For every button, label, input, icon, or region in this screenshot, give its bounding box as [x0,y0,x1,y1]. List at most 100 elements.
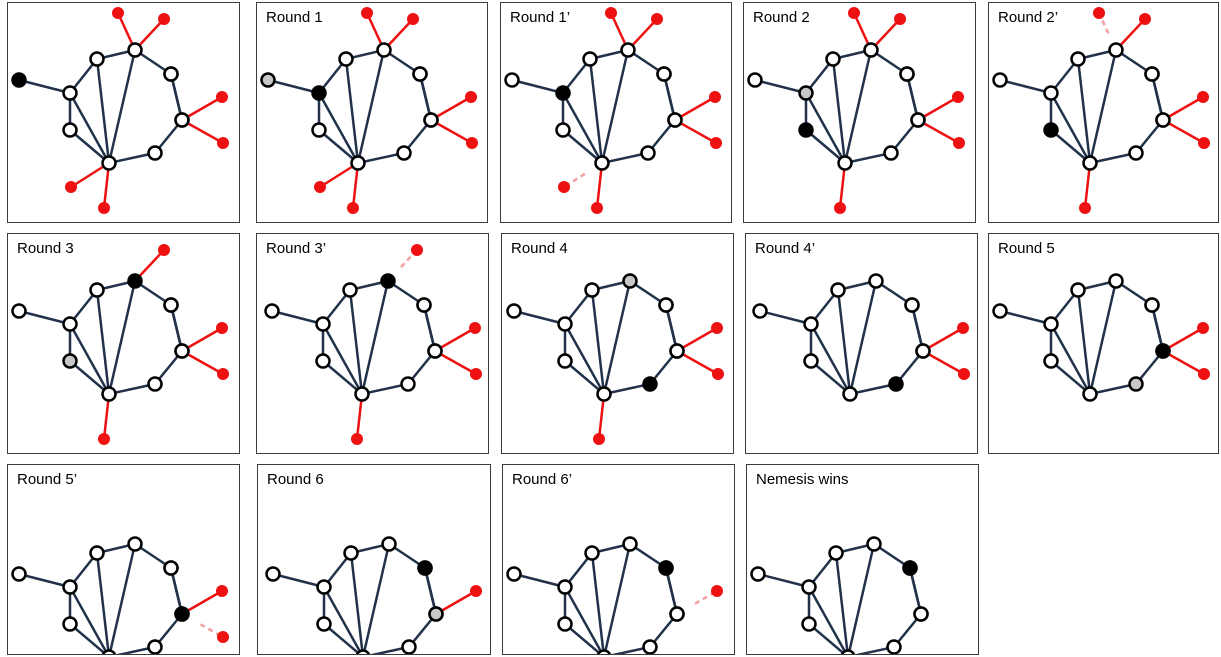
leaf-node [466,137,478,149]
leaf-node [848,7,860,19]
graph-edge [107,49,137,164]
graph-drawing [747,7,965,214]
graph-edge [844,151,892,165]
occupied-node [1155,343,1171,359]
graph-node [62,122,78,138]
graph-edge [348,289,364,395]
graph-node [594,155,610,171]
graph-node [750,566,766,582]
occupied-node [417,560,433,576]
panel-title: Round 5 [998,240,1055,257]
graph-node [801,616,817,632]
panel-title: Round 1’ [510,9,571,26]
graph-edge [843,49,873,164]
leaf-node [465,91,477,103]
fading-leaf-node [558,181,570,193]
leaf-edge [674,118,717,145]
graph-node [506,303,522,319]
leaf-node [1198,137,1210,149]
graph-node [264,303,280,319]
graph-node [62,616,78,632]
graph-edge [1088,280,1118,395]
graph-node [343,545,359,561]
graph-node [174,112,190,128]
panel-6: Round 3 [7,233,240,454]
graph-edge [662,73,677,121]
graph-node [801,579,817,595]
graph-edge [321,323,364,395]
graph-node [747,72,763,88]
graph-edge [357,151,405,165]
occupied-node [11,72,27,88]
leaf-edge [181,118,224,145]
leaf-node [217,368,229,380]
occupied-node [902,560,918,576]
graph-edge [905,73,920,121]
panel-2: Round 1 [256,2,488,223]
graph-node [265,566,281,582]
graph-node [669,606,685,622]
panel-13: Round 6’ [502,464,735,655]
leaf-node [1197,91,1209,103]
graph-node [354,386,370,402]
fading-leaf-node [411,244,423,256]
graph-edge [68,92,111,164]
leaf-node [952,91,964,103]
panel-5: Round 2’ [988,2,1219,223]
visited-node [428,606,444,622]
graph-drawing [11,244,229,445]
graph-node [622,536,638,552]
graph-node [89,282,105,298]
graph-node [1070,282,1086,298]
graph-edge [848,280,878,395]
graph-node [830,282,846,298]
occupied-node [888,376,904,392]
panel-title: Nemesis wins [756,471,849,488]
graph-node [504,72,520,88]
leaf-node [957,322,969,334]
graph-edge [95,58,111,164]
leaf-node [314,181,326,193]
graph-node [381,536,397,552]
graph-node [147,639,163,654]
graph-edge [107,280,137,395]
graph-node [1108,273,1124,289]
graph-edge [18,309,71,326]
graph-edge [588,58,604,164]
graph-edge [590,552,605,654]
graph-node [904,297,920,313]
occupied-node [658,560,674,576]
graph-node [656,66,672,82]
graph-node [355,649,371,654]
graph-edge [1050,360,1091,395]
graph-drawing [752,273,970,402]
graph-edge [804,92,847,164]
leaf-node [1198,368,1210,380]
graph-edge [563,586,604,654]
graph-edge [1076,58,1092,164]
graph-node [557,316,573,332]
graph-drawing [504,7,722,214]
graph-edge [418,73,433,121]
panel-3: Round 1’ [500,2,732,223]
panel-14: Nemesis wins [746,464,979,655]
graph-edge [360,280,390,395]
graph-edge [847,543,876,654]
graph-node [913,606,929,622]
leaf-node [217,137,229,149]
graph-edge [513,309,566,326]
graph-node [863,42,879,58]
panel-title: Round 2 [753,9,810,26]
panel-title: Round 5’ [17,471,78,488]
graph-node [350,155,366,171]
graph-edge [18,572,71,589]
leaf-node [216,322,228,334]
graph-edge [561,92,604,164]
graph-edge [910,304,925,352]
graph-edge [423,567,438,615]
graph-edge [1049,323,1092,395]
graph-edge [513,572,566,589]
occupied-node [174,606,190,622]
graph-node [667,112,683,128]
occupied-node [311,85,327,101]
